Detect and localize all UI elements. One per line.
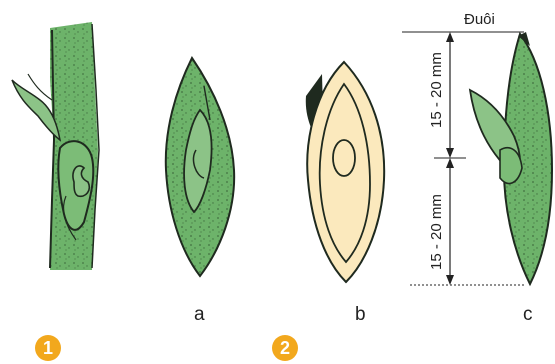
panel-c-side-view xyxy=(470,32,552,284)
step-badge-1: 1 xyxy=(35,335,61,361)
panel-a-bud-chip xyxy=(166,58,234,276)
panel-label-c: c xyxy=(523,304,533,325)
dimension-upper-label: 15 - 20 mm xyxy=(428,52,445,128)
step-badge-1-number: 1 xyxy=(43,338,53,358)
panel-b-cross-section xyxy=(306,62,384,282)
step-badge-2: 2 xyxy=(272,335,298,361)
stem-with-buds-drawing xyxy=(12,22,99,270)
panel-label-a: a xyxy=(194,304,205,325)
dimension-lower-label: 15 - 20 mm xyxy=(428,194,445,270)
step-badge-2-number: 2 xyxy=(280,338,290,358)
tail-label: Đuôi xyxy=(464,11,495,28)
panel-label-b: b xyxy=(355,304,366,325)
